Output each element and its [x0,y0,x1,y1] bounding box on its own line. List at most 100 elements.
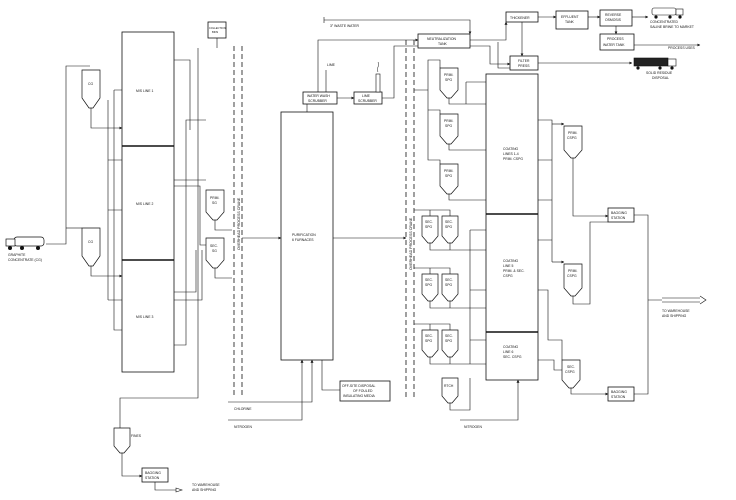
prim-cspg-1-label-2: CSPG [567,136,577,140]
sec-spg-e: SEC. SPG [421,329,439,358]
prim-cspg-2-to-bagging [572,221,608,305]
prim-spg-2: PRIM. SPG [439,113,459,145]
purification-label: PURIFICATION [292,233,316,237]
brine-truck-icon [651,7,684,19]
nitrogen-right-line [460,379,520,421]
sec-spg-b: SEC. SPG [441,215,459,244]
stack-icon [375,61,381,93]
waste-water-to-neutralization [380,19,472,35]
ms-to-sg-lines [174,179,206,301]
effluent-tank-label-2: TANK [565,20,575,24]
process-water-label-2: WATER TANK [603,43,625,47]
collection-bin: COLLECTION BINS [207,21,227,48]
ms-feed-manifold [107,100,122,301]
prim-spg-2-label-2: SPG [445,124,453,128]
sec-cspg-label: SEC. [567,365,575,369]
bagging-upper-label: BAGGING [611,211,627,215]
coating-5-label: COATING [503,259,519,263]
coating-1-4-label: COATING [503,147,519,151]
coating-to-sec-cspg [538,289,563,360]
residue-truck-icon [633,57,677,70]
sec-spg-b-label: SEC. [445,220,453,224]
bagging-station-upper: BAGGING STATION [607,207,635,223]
ms-line-1-label: M/S LINE 1 [136,89,153,93]
sec-spg-c-label: SEC. [425,278,433,282]
lime-scrubber-label: LIME [362,94,371,98]
sec-spg-c-label-2: SPG [425,283,433,287]
neutralization-to-thickener [470,21,508,41]
purification-label-2: 6 FURNACES [292,238,314,242]
solid-residue-label-2: DISPOSAL [652,76,669,80]
reverse-osmosis-label-2: OSMOSIS [605,18,622,22]
scrubber-to-neutralization [317,38,419,92]
lime-label: LIME [327,63,336,67]
thickener-label: THICKENER [510,16,530,20]
collection-bin-label: COLLECTION [209,26,226,30]
sec-sg-hopper: SEC. SG [205,237,225,269]
warehouse-arrow-right [662,295,707,305]
prim-spg-1-label-2: SPG [445,78,453,82]
fines-hopper: FINES [113,427,142,454]
process-uses-label: PROCESS USES [668,46,695,50]
sec-spg-f-label: SEC. [445,334,453,338]
coating-6-label-3: SEC. CSPG [503,355,522,359]
nitrogen-left-label: NITROGEN [234,425,252,429]
fines-label: FINES [131,434,142,438]
bagging-lower-label: BAGGING [611,390,627,394]
sg-outlets [214,220,232,279]
neutralization-to-filter [470,45,511,66]
graphite-concentrate-label: GRAPHITE [8,253,26,257]
lime-to-neutralization [382,45,418,99]
rtch-outlet [449,378,471,411]
overhead-crane-right: OVERHEAD PROCESS CRANE [405,40,415,398]
overhead-crane-right-label: OVERHEAD PROCESS CRANE [409,217,413,270]
prim-cspg-2-label: PRIM. [568,269,577,273]
sec-cspg-to-bagging [570,388,609,396]
ms-feed-manifold-2 [113,89,122,331]
sec-spg-e-label-2: SPG [425,339,433,343]
cg-hopper-top: CG [81,69,101,109]
warehouse-right-label: TO WAREHOUSE [662,309,690,313]
prim-spg-link [465,81,486,104]
sec-cspg-label-2: CSPG [565,370,575,374]
sec-spg-a-label: SEC. [425,220,433,224]
sec-spg-collector [469,229,486,364]
bagging-to-warehouse [154,482,183,493]
process-water-tank: PROCESS WATER TANK [599,33,635,51]
bagging-upper-label-2: STATION [611,216,626,220]
prim-spg-2-label: PRIM. [444,119,453,123]
sec-spg-d: SEC. SPG [441,273,459,302]
coating-block: COATING LINES 1-4 PRIM. CSPG COATING LIN… [485,73,539,381]
chlorine-label: CHLORINE [234,407,252,411]
rtch-label: RTCH [444,384,454,388]
filter-press: FILTER PRESS [509,55,539,71]
waste-water-label: 3° WASTE WATER [330,24,359,28]
sec-spg-a: SEC. SPG [421,215,439,244]
graphite-truck-icon [5,236,45,250]
offsite-disposal-label-2: OF FOULED [353,389,373,393]
feed-line [46,65,90,245]
prim-sg-label-2: SG [212,201,217,205]
filter-return [497,42,510,69]
lime-scrubber: LIME SCRUBBER [353,91,383,105]
collection-bin-label-2: BINS [212,30,218,34]
fines-line [119,48,199,428]
ms-line-2-label: M/S LINE 2 [136,202,153,206]
sec-spg-d-label-2: SPG [445,283,453,287]
prim-cspg-1: PRIM. CSPG [563,125,583,159]
sec-spg-b-label-2: SPG [445,225,453,229]
sec-spg-feed [414,209,451,330]
prim-cspg-1-label: PRIM. [568,131,577,135]
ms-top-line [174,59,191,130]
water-wash-scrubber-label: WATER WASH [307,94,330,98]
brine-label-2: SALINE BRINE TO MARKET [650,25,694,29]
purification-block: PURIFICATION 6 FURNACES [280,111,334,361]
prim-spg-1: PRIM. SPG [439,67,459,99]
sec-spg-d-label: SEC. [445,278,453,282]
coating-5-label-3: PRIM. & SEC. [503,269,525,273]
reverse-osmosis-label: REVERSE [605,13,622,17]
effluent-tank: EFFLUENT TANK [555,10,589,30]
bagging-bottom-label: BAGGING [145,471,161,475]
lime-scrubber-label-2: SCRUBBER [358,99,377,103]
bagging-station-bottom: BAGGING STATION [141,467,169,483]
